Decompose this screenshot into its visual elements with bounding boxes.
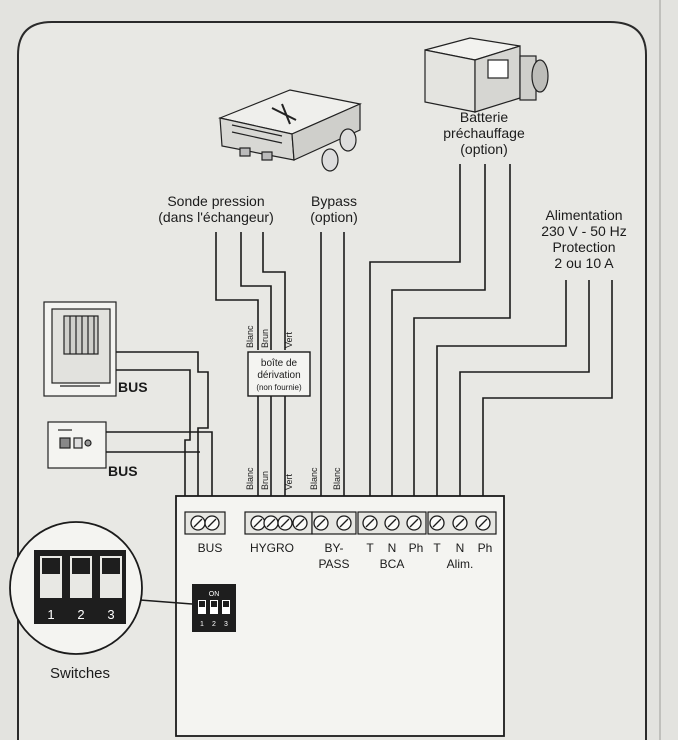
boite-de-derivation: [247, 351, 311, 397]
terminal-strip: [184, 511, 497, 535]
sonde-label-line2: (dans l'échangeur): [158, 209, 274, 225]
boite-label-line2: dérivation: [257, 370, 300, 381]
terminal-screw-slot: [316, 518, 326, 528]
bypass-label-line2: (option): [310, 209, 357, 225]
boite-label-line1: boîte de: [261, 358, 298, 369]
terminal-screw-slot: [253, 518, 263, 528]
alim-label-line2: 230 V - 50 Hz: [541, 223, 627, 239]
switch-callout-line: [139, 599, 193, 605]
wire-label-vert-hygro: Vert: [284, 473, 294, 490]
terminal-label-alim: Alim.: [447, 557, 474, 571]
terminal-label-bus: BUS: [198, 541, 223, 555]
bus-controller-illustration: [43, 301, 117, 397]
switches-enlarged: [34, 550, 126, 624]
alim-label-line3: Protection: [552, 239, 615, 255]
switches-label: Switches: [50, 665, 110, 682]
terminal-screw-slot: [266, 518, 276, 528]
batterie-prechauffage-illustration: [424, 37, 549, 113]
batterie-label-line3: (option): [460, 141, 507, 157]
batterie-label-line1: Batterie: [460, 109, 508, 125]
terminal-label-bca-ph: Ph: [409, 541, 424, 555]
terminal-label-hygro: HYGRO: [250, 541, 294, 555]
wire-label-vert-top: Vert: [284, 331, 294, 348]
terminal-screw-slot: [432, 518, 442, 528]
terminal-screw-slot: [280, 518, 290, 528]
bypass-label-line1: Bypass: [311, 193, 357, 209]
terminal-label-bypass-2: PASS: [318, 557, 349, 571]
terminal-label-alim-ph: Ph: [478, 541, 493, 555]
terminal-label-bypass-1: BY-: [325, 541, 344, 555]
switch-number-3: 3: [107, 607, 114, 622]
batterie-label-line2: préchauffage: [443, 125, 525, 141]
terminal-screw-slot: [207, 518, 217, 528]
wire-label-brun-hygro: Brun: [260, 471, 270, 490]
terminal-screw-slot: [478, 518, 488, 528]
bus-label-lower: BUS: [108, 463, 138, 479]
wire-label-blanc-top: Blanc: [245, 325, 255, 348]
terminal-label-bca: BCA: [380, 557, 405, 571]
terminal-screw-slot: [365, 518, 375, 528]
switch-number-1: 1: [47, 607, 54, 622]
bus-sensor-illustration: [47, 421, 107, 469]
terminal-screw-slot: [295, 518, 305, 528]
bus-label-upper: BUS: [118, 379, 148, 395]
terminal-screw-slot: [387, 518, 397, 528]
switch-number-2: 2: [77, 607, 84, 622]
terminal-label-alim-n: N: [456, 541, 465, 555]
dip-on-label: ON: [209, 591, 220, 598]
terminal-label-bca-n: N: [388, 541, 397, 555]
dip-number-3: 3: [224, 621, 228, 628]
sonde-label-line1: Sonde pression: [167, 193, 264, 209]
wire-label-blanc-bypass-1: Blanc: [309, 467, 319, 490]
ventilation-unit-illustration: [217, 89, 362, 172]
alim-label-line4: 2 ou 10 A: [554, 255, 614, 271]
terminal-label-bca-t: T: [366, 541, 374, 555]
terminal-label-alim-t: T: [433, 541, 441, 555]
terminal-screw-slot: [339, 518, 349, 528]
dip-number-1: 1: [200, 621, 204, 628]
terminal-screw-slot: [193, 518, 203, 528]
terminal-screw-slot: [409, 518, 419, 528]
terminal-screw-slot: [455, 518, 465, 528]
boite-label-line3: (non fournie): [256, 383, 302, 392]
board-dip-switch: ON 1 2 3: [192, 584, 236, 632]
wiring: [106, 164, 613, 510]
wire-label-blanc-hygro: Blanc: [245, 467, 255, 490]
wire-label-brun-top: Brun: [260, 329, 270, 348]
dip-number-2: 2: [212, 621, 216, 628]
wire-label-blanc-bypass-2: Blanc: [332, 467, 342, 490]
alim-label-line1: Alimentation: [545, 207, 622, 223]
